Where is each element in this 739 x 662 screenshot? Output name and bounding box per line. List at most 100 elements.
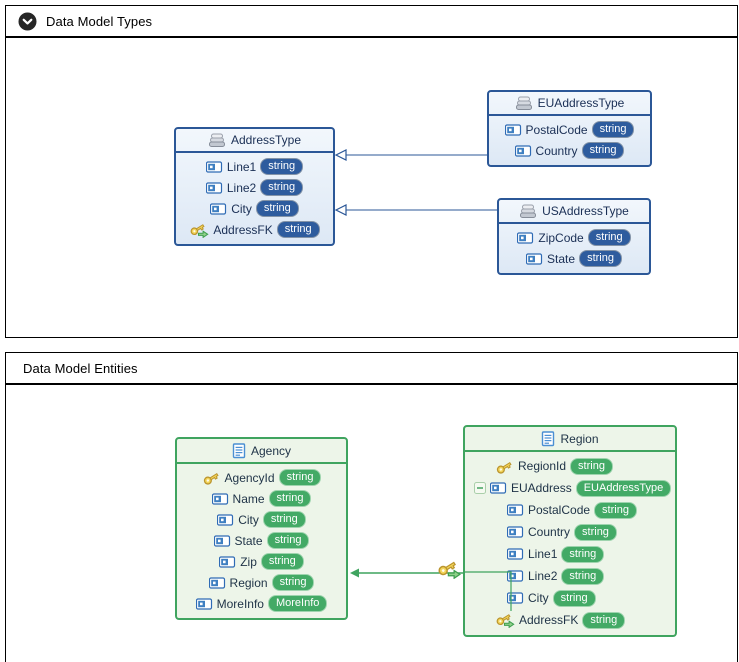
field-type-badge: string	[260, 158, 304, 175]
field-type-badge: string	[271, 574, 315, 591]
field-type-badge: string	[260, 179, 304, 196]
panel-entities-header[interactable]: Data Model Entities	[6, 353, 737, 385]
box-header-usaddresstype[interactable]: USAddressType	[499, 200, 649, 224]
field-type-badge: string	[594, 501, 637, 519]
property-icon	[208, 576, 226, 589]
box-title: AddressType	[230, 133, 302, 147]
collapse-chevron-icon[interactable]	[18, 12, 37, 31]
field-label: AgencyId	[224, 470, 275, 485]
expander-minus-icon[interactable]	[474, 482, 486, 494]
field-type-badge: string	[276, 221, 320, 238]
field-type-badge: string	[552, 589, 596, 607]
field-label: State	[234, 533, 263, 548]
field-type-badge: string	[262, 511, 306, 528]
field-type-badge: string	[561, 567, 605, 585]
field-label: EUAddress	[511, 481, 572, 495]
property-icon	[504, 123, 522, 136]
property-icon	[217, 513, 234, 526]
property-icon	[195, 597, 213, 610]
field-type-badge: string	[570, 457, 613, 475]
field-label: PostalCode	[528, 503, 591, 517]
field-label: RegionId	[518, 459, 567, 473]
property-icon	[205, 181, 223, 194]
primary-key-icon	[202, 470, 221, 485]
field-type-badge: string	[574, 523, 617, 541]
foreign-key-icon	[495, 612, 515, 628]
panel-types-header[interactable]: Data Model Types	[6, 6, 737, 38]
field-type-badge: string	[591, 121, 635, 138]
field-label: State	[547, 251, 576, 266]
property-icon	[507, 504, 524, 516]
field-label: Line1	[528, 547, 558, 561]
box-header-agency[interactable]: Agency	[177, 439, 346, 464]
property-icon	[213, 534, 231, 547]
field-type-badge: string	[561, 545, 605, 563]
field-type-badge: MoreInfo	[267, 595, 328, 612]
panel-data-model-types: Data Model Types	[5, 5, 738, 338]
field-type-badge: string	[587, 229, 631, 246]
field-label: ZipCode	[538, 230, 584, 245]
field-type-badge: string	[255, 200, 299, 217]
box-header-addresstype[interactable]: AddressType	[176, 129, 333, 153]
property-icon	[211, 492, 229, 505]
field-type-badge: EUAddressType	[575, 479, 672, 497]
foreign-key-icon	[437, 559, 462, 579]
box-title: Agency	[250, 443, 292, 458]
type-icon	[515, 96, 533, 111]
field-type-badge: string	[268, 490, 312, 507]
field-label: Line1	[226, 159, 257, 174]
field-type-badge: string	[579, 250, 622, 267]
field-type-badge: string	[581, 142, 625, 159]
field-label: City	[238, 512, 259, 527]
field-label: Zip	[240, 554, 257, 569]
property-icon	[219, 555, 236, 568]
field-type-badge: string	[582, 611, 626, 629]
field-label: City	[231, 201, 252, 216]
type-icon	[519, 204, 537, 219]
property-icon	[205, 160, 223, 173]
field-label: Name	[232, 491, 265, 506]
field-label: AddressFK	[213, 222, 273, 237]
property-icon	[210, 202, 227, 215]
box-header-euaddresstype[interactable]: EUAddressType	[489, 92, 650, 116]
box-title: EUAddressType	[537, 96, 625, 110]
property-icon	[507, 592, 524, 604]
box-header-region[interactable]: Region	[465, 427, 675, 452]
field-label: Country	[535, 143, 578, 158]
primary-key-icon	[495, 459, 514, 474]
